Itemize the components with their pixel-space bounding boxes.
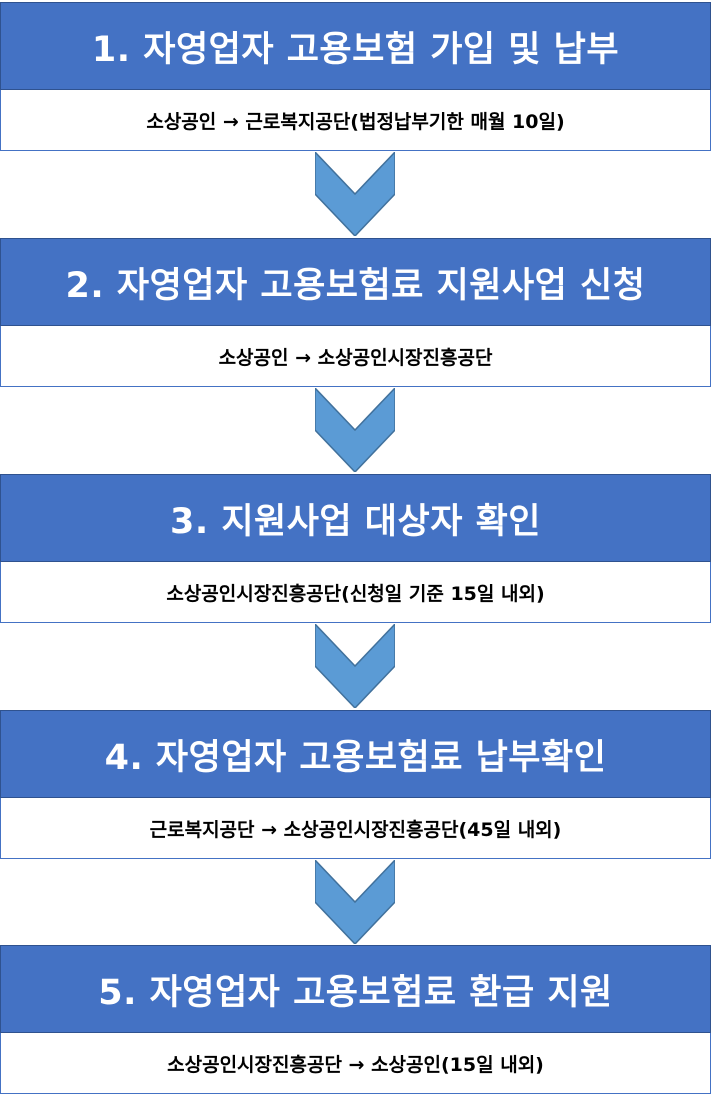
- step-2: 2. 자영업자 고용보험료 지원사업 신청 소상공인 → 소상공인시장진흥공단: [0, 238, 711, 387]
- step-4: 4. 자영업자 고용보험료 납부확인 근로복지공단 → 소상공인시장진흥공단(4…: [0, 710, 711, 859]
- chevron-down-icon: [315, 388, 395, 472]
- step-3: 3. 지원사업 대상자 확인 소상공인시장진흥공단(신청일 기준 15일 내외): [0, 474, 711, 623]
- chevron-down-icon: [315, 860, 395, 944]
- step-1-detail: 소상공인 → 근로복지공단(법정납부기한 매월 10일): [0, 90, 711, 151]
- step-1-title: 1. 자영업자 고용보험 가입 및 납부: [0, 2, 711, 90]
- step-2-title: 2. 자영업자 고용보험료 지원사업 신청: [0, 238, 711, 326]
- step-3-title: 3. 지원사업 대상자 확인: [0, 474, 711, 562]
- step-5: 5. 자영업자 고용보험료 환급 지원 소상공인시장진흥공단 → 소상공인(15…: [0, 945, 711, 1094]
- step-5-title: 5. 자영업자 고용보험료 환급 지원: [0, 945, 711, 1033]
- step-3-detail: 소상공인시장진흥공단(신청일 기준 15일 내외): [0, 562, 711, 623]
- step-1: 1. 자영업자 고용보험 가입 및 납부 소상공인 → 근로복지공단(법정납부기…: [0, 2, 711, 151]
- chevron-down-icon: [315, 624, 395, 708]
- chevron-down-icon: [315, 152, 395, 236]
- step-2-detail: 소상공인 → 소상공인시장진흥공단: [0, 326, 711, 387]
- step-4-detail: 근로복지공단 → 소상공인시장진흥공단(45일 내외): [0, 798, 711, 859]
- step-5-detail: 소상공인시장진흥공단 → 소상공인(15일 내외): [0, 1033, 711, 1094]
- step-4-title: 4. 자영업자 고용보험료 납부확인: [0, 710, 711, 798]
